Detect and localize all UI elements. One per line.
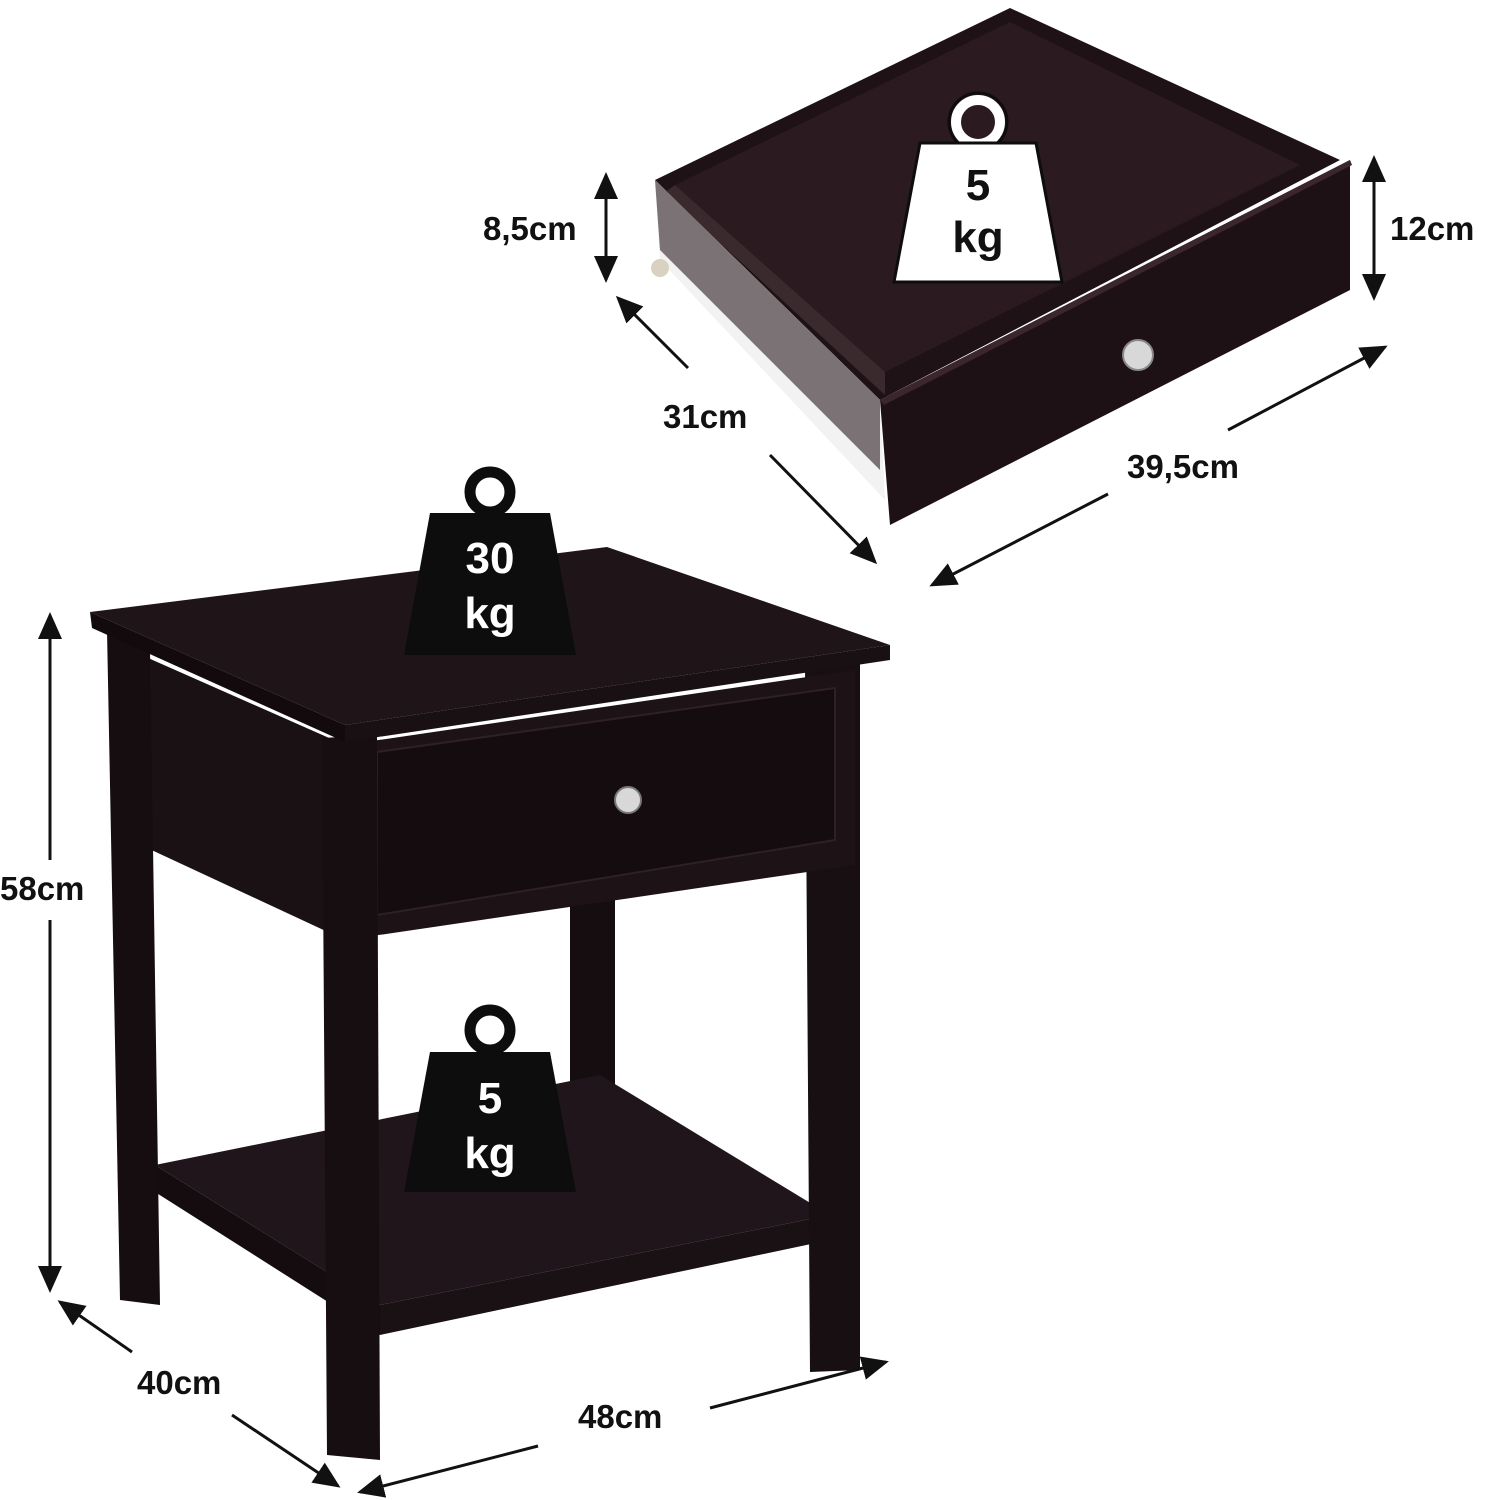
weight-value: 5 xyxy=(966,161,990,210)
label-table-depth: 40cm xyxy=(137,1364,221,1401)
drawer-knob xyxy=(1122,339,1154,371)
weight-value: 30 xyxy=(466,534,515,583)
label-drawer-front-height: 12cm xyxy=(1390,210,1474,247)
arrow-drawer-width-a xyxy=(1227,345,1388,432)
drawer-wheel xyxy=(651,259,669,277)
arrow-table-width-b xyxy=(357,1444,539,1498)
weight-icon-shelf: 5 kg xyxy=(404,1004,576,1192)
weight-unit: kg xyxy=(952,213,1003,262)
weight-unit: kg xyxy=(464,589,515,638)
drawer xyxy=(651,8,1352,525)
label-table-height: 58cm xyxy=(0,870,84,907)
arrow-drawer-depth-a xyxy=(615,295,690,370)
arrow-drawer-width-b xyxy=(929,492,1109,587)
label-drawer-inner-height: 8,5cm xyxy=(483,210,577,247)
arrow-drawer-depth-b xyxy=(768,453,878,565)
weight-value: 5 xyxy=(478,1074,502,1123)
arrow-table-depth-a xyxy=(57,1300,133,1354)
weight-unit: kg xyxy=(464,1129,515,1178)
weight-icon-drawer: 5 kg xyxy=(892,91,1064,284)
weight-icon-top: 30 kg xyxy=(404,466,576,655)
arrow-table-depth-b xyxy=(231,1413,341,1488)
label-drawer-width: 39,5cm xyxy=(1127,448,1239,485)
label-drawer-depth: 31cm xyxy=(663,398,747,435)
bedside-table xyxy=(90,547,890,1460)
arrow-table-width-a xyxy=(709,1356,889,1410)
dimension-arrows xyxy=(38,155,1388,1498)
table-knob xyxy=(614,786,642,814)
label-table-width: 48cm xyxy=(578,1398,662,1435)
